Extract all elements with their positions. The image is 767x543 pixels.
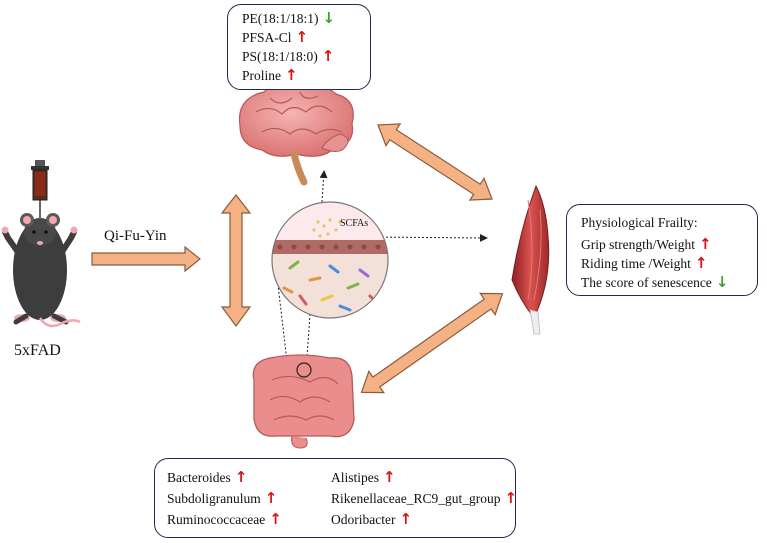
gut-item-subdoligranulum: Subdoligranulum↑ [167,489,277,508]
frailty-item-text: The score of senescence [581,275,712,290]
brain-item-pfsa: PFSA-Cl↑ [242,28,308,47]
gut-item-text: Odoribacter [331,512,396,527]
frailty-box: Physiological Frailty: Grip strength/Wei… [566,204,758,296]
mouse-body [13,220,67,320]
brain-metabolites-box: PE(18:1/18:1)↓ PFSA-Cl↑ PS(18:1/18:0)↑ P… [227,4,371,90]
up-arrow-icon: ↑ [504,489,518,507]
brain-muscle-double-arrow [377,123,493,201]
gut-item-ruminococcaceae: Ruminococcaceae↑ [167,510,282,529]
up-arrow-icon: ↑ [399,510,413,528]
brain-item-pe: PE(18:1/18:1)↓ [242,9,335,28]
gut-item-text: Ruminococcaceae [167,512,266,527]
brain-item-text: PFSA-Cl [242,30,292,45]
intestine-zoom-circle [271,201,389,319]
brain-item-text: PS(18:1/18:0) [242,49,318,64]
frailty-item-text: Riding time /Weight [581,256,691,271]
circle-to-brain-dashed-arrow [319,170,328,203]
up-arrow-icon: ↑ [295,28,309,46]
gut-item-text: Subdoligranulum [167,491,261,506]
brain-illustration [238,83,354,186]
syringe-plunger [35,160,45,166]
treatment-arrow [91,245,201,273]
down-arrow-icon: ↓ [715,273,729,291]
brain-item-proline: Proline ↑ [242,66,298,85]
treatment-label: Qi-Fu-Yin [104,228,167,244]
up-arrow-icon: ↑ [234,468,248,486]
circle-to-muscle-dashed-arrow [369,233,488,242]
down-arrow-icon: ↓ [322,9,336,27]
frailty-item-text: Grip strength/Weight [581,237,696,252]
up-arrow-icon: ↑ [699,235,712,253]
gut-item-rikenellaceae: Rikenellaceae_RC9_gut_group↑ [331,489,517,508]
model-label: 5xFAD [14,342,61,359]
frailty-item-senescence: The score of senescence↓ [581,273,728,292]
brain-gut-double-arrow [220,194,252,328]
up-arrow-icon: ↑ [269,510,282,528]
scfas-label: SCFAs [340,218,369,229]
frailty-title: Physiological Frailty: [581,215,698,230]
gut-item-odoribacter: Odoribacter↑ [331,510,412,529]
gut-item-bacteroides: Bacteroides↑ [167,468,247,487]
gut-item-text: Bacteroides [167,470,231,485]
brain-item-ps: PS(18:1/18:0)↑ [242,47,334,66]
gut-item-text: Rikenellaceae_RC9_gut_group [331,491,501,506]
muscle-illustration [511,184,550,335]
gut-muscle-double-arrow [360,292,504,394]
intestine-illustration [252,354,355,449]
frailty-item-riding: Riding time /Weight↑ [581,254,707,273]
gut-zoom-marker [296,362,312,378]
brain-item-text: PE(18:1/18:1) [242,11,319,26]
brain-item-text: Proline [242,68,281,83]
up-arrow-icon: ↑ [264,489,278,507]
up-arrow-icon: ↑ [694,254,708,272]
mouse-illustration [1,160,81,328]
gut-item-text: Alistipes [331,470,380,485]
frailty-item-grip: Grip strength/Weight↑ [581,235,712,254]
up-arrow-icon: ↑ [285,66,298,84]
up-arrow-icon: ↑ [321,47,335,65]
up-arrow-icon: ↑ [383,468,396,486]
gut-microbiota-box: Bacteroides↑ Alistipes↑ Subdoligranulum↑… [154,458,517,538]
mouse-head [24,218,56,246]
gut-item-alistipes: Alistipes↑ [331,468,396,487]
